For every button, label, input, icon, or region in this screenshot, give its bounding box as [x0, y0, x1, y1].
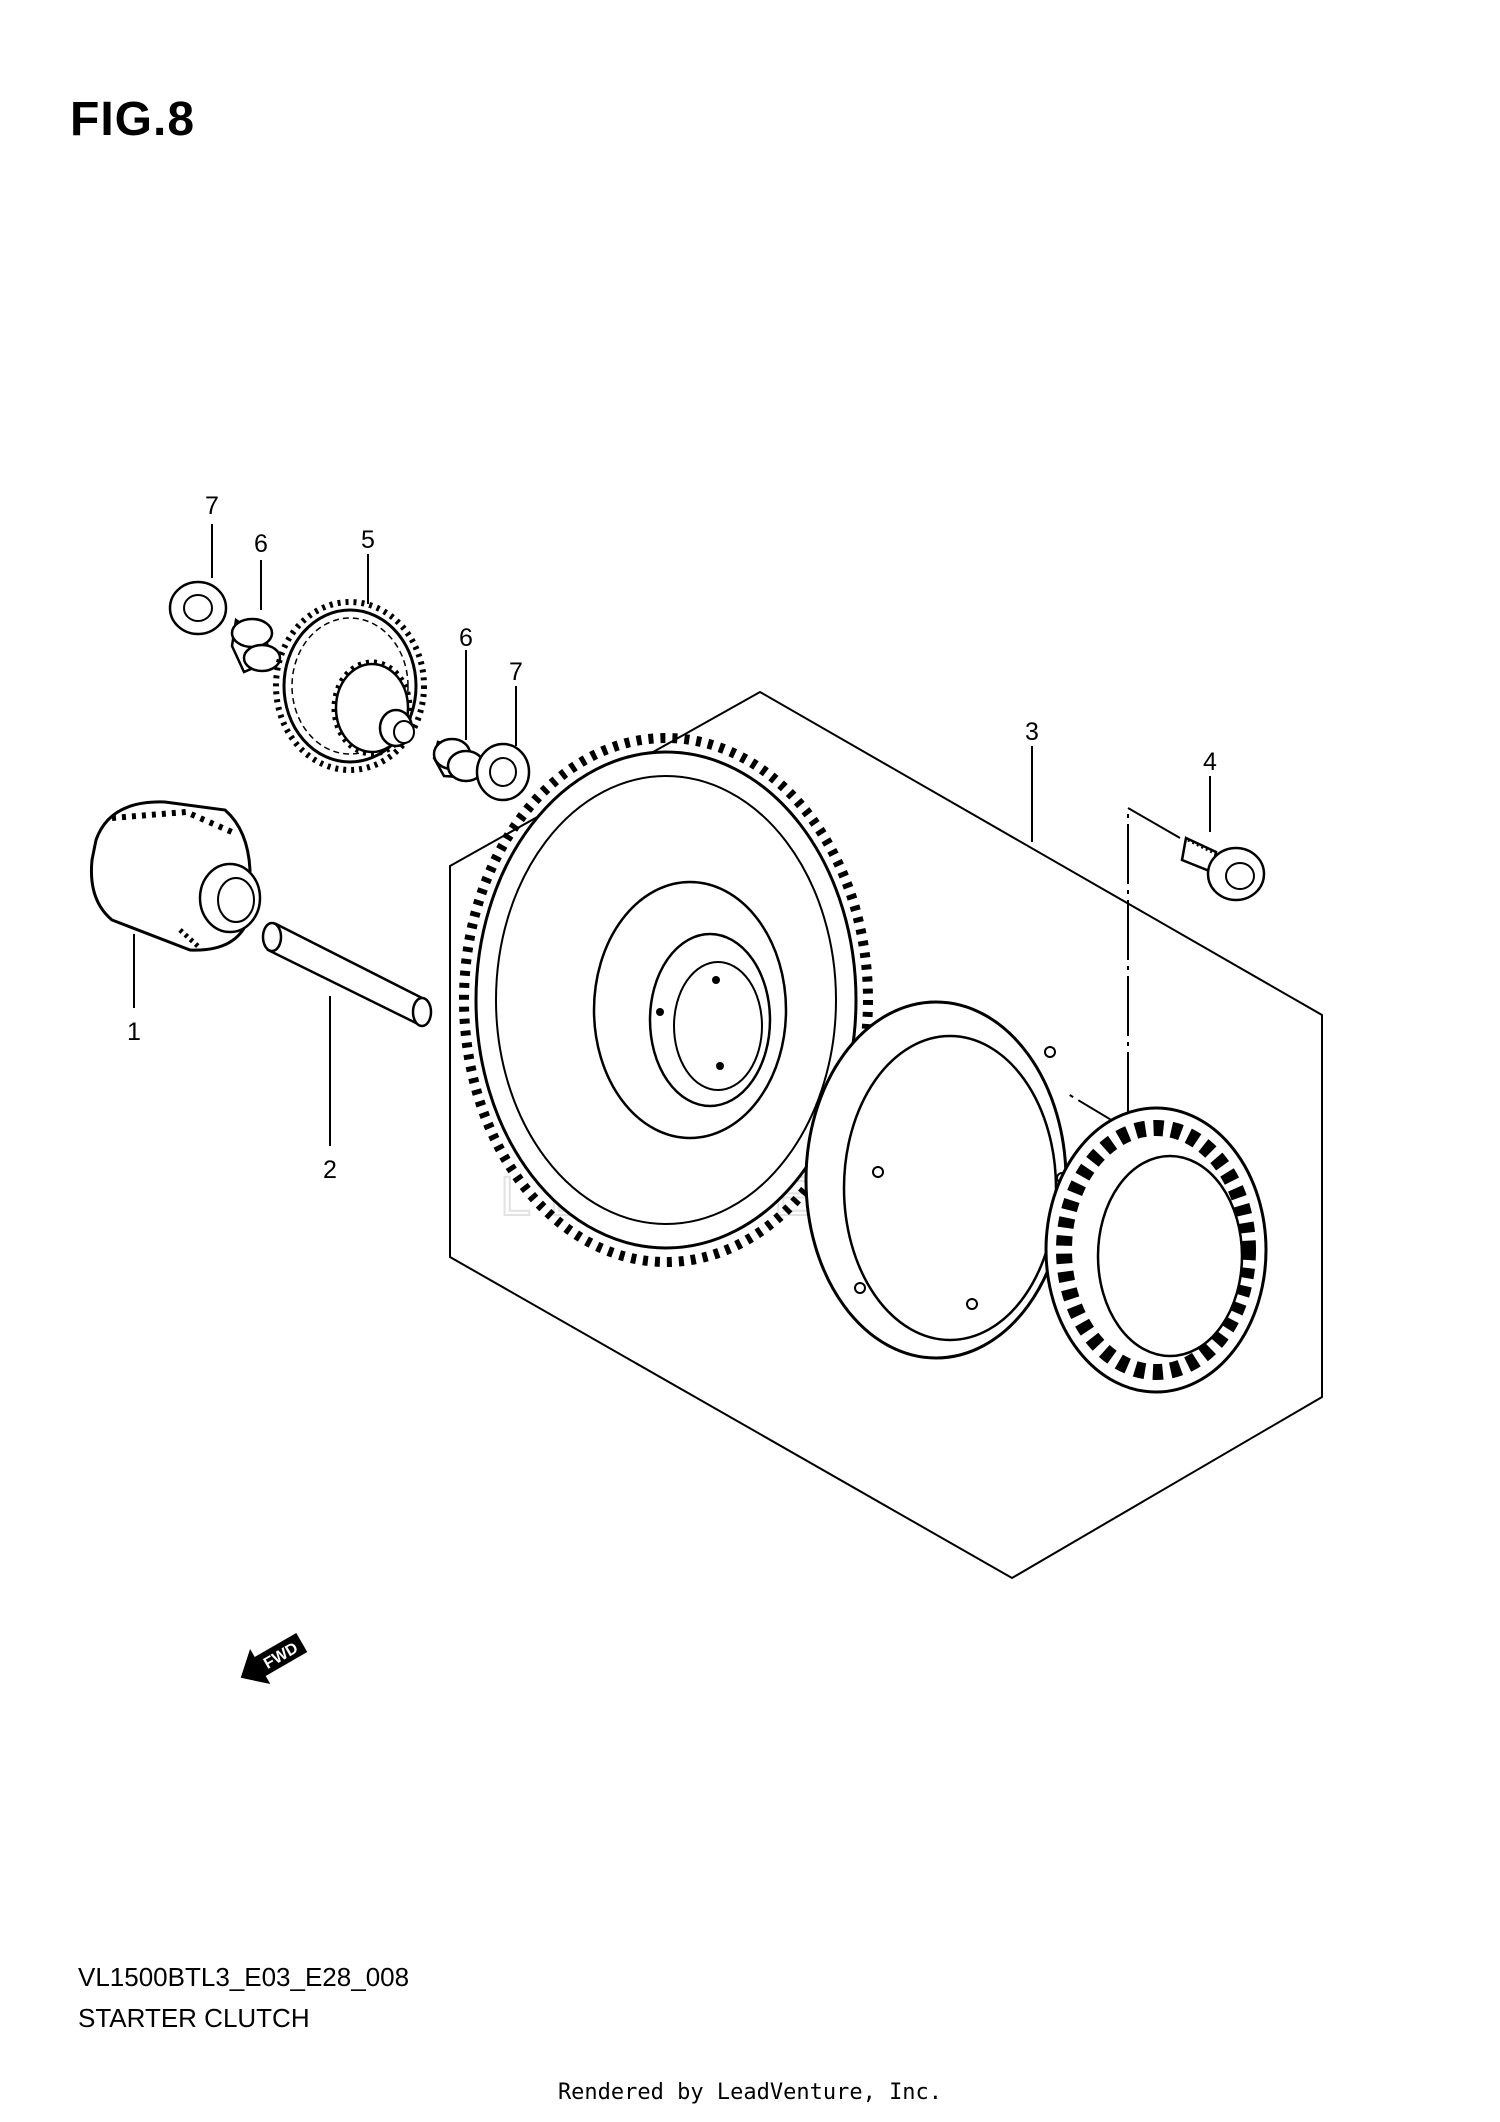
- fwd-direction-arrow: FWD: [240, 1632, 308, 1685]
- callout-5: 5: [361, 526, 375, 554]
- callout-1: 1: [127, 1018, 141, 1046]
- shaft-part-2: [261, 921, 433, 1028]
- callout-2: 2: [323, 1156, 337, 1184]
- leader-lines: [133, 524, 1211, 1146]
- one-way-clutch: [1044, 1106, 1268, 1394]
- section-name: STARTER CLUTCH: [78, 2003, 310, 2033]
- callout-7-right: 7: [509, 658, 523, 686]
- washer-part-7: [168, 580, 228, 636]
- callout-6-right: 6: [459, 624, 473, 652]
- idle-gear-part-5: [273, 599, 427, 773]
- bushing-part-6b: [432, 737, 486, 783]
- starter-gear-part-1: [89, 800, 262, 952]
- callout-7-upper: 7: [205, 492, 219, 520]
- assembly-outline: [449, 690, 1323, 1580]
- clutch-housing-ring: [804, 1000, 1068, 1360]
- callout-4: 4: [1203, 748, 1217, 776]
- bushing-part-6: [230, 617, 282, 674]
- model-code: VL1500BTL3_E03_E28_008: [78, 1962, 410, 1992]
- bolt-part-4: [1180, 836, 1266, 902]
- rendered-by-credit: Rendered by LeadVenture, Inc.: [557, 2080, 943, 2105]
- part4-bracket-line: [1067, 806, 1181, 1132]
- washer-part-7b: [475, 742, 531, 802]
- figure-title: FIG.8: [70, 93, 196, 146]
- callout-3: 3: [1025, 718, 1039, 746]
- callout-6-upper: 6: [254, 530, 268, 558]
- starter-clutch-gear-part-3: [459, 733, 873, 1267]
